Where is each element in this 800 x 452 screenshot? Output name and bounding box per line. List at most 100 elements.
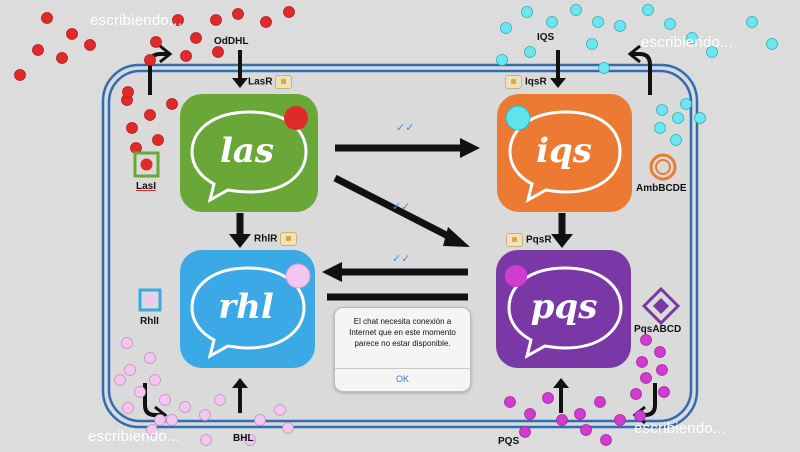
thumbs-up-icon (506, 233, 523, 247)
iqs-app-name: iqs (536, 131, 592, 171)
signal-molecule (150, 36, 162, 48)
signal-molecule (521, 6, 533, 18)
signal-molecule (614, 20, 626, 32)
signal-molecule (634, 410, 646, 422)
signal-molecule (199, 409, 211, 421)
signal-molecule (180, 50, 192, 62)
signal-molecule (670, 134, 682, 146)
signal-molecule (14, 69, 26, 81)
label-RhlI: RhlI (140, 316, 159, 327)
rhl-app-icon[interactable]: rhl (180, 250, 315, 368)
typing-indicator-bottom-left: escribiendo... (88, 428, 181, 445)
svg-text:✓✓: ✓✓ (392, 252, 410, 265)
ambBCDE-gene-symbol (649, 153, 677, 181)
alert-divider (335, 368, 470, 369)
signal-molecule (244, 434, 256, 446)
signal-molecule (144, 109, 156, 121)
label-PqsABCD: PqsABCD (634, 324, 682, 335)
signal-molecule (546, 16, 558, 28)
signal-molecule (274, 404, 286, 416)
label-AmbBCDE: AmbBCDE (636, 183, 687, 194)
signal-molecule (656, 364, 668, 376)
signal-molecule (640, 334, 652, 346)
signal-molecule (694, 112, 706, 124)
signal-molecule (500, 22, 512, 34)
signal-molecule (282, 422, 294, 434)
signal-molecule (654, 122, 666, 134)
signal-molecule (636, 356, 648, 368)
las-notification-dot (284, 106, 308, 130)
signal-molecule (496, 54, 508, 66)
signal-molecule (642, 4, 654, 16)
las-app-icon[interactable]: las (180, 94, 318, 212)
signal-molecule (122, 86, 134, 98)
signal-molecule (126, 122, 138, 134)
signal-molecule (254, 414, 266, 426)
signal-molecule (640, 372, 652, 384)
label-IqsR: IqsR (505, 75, 547, 89)
rhlI-gene-symbol (138, 288, 162, 312)
signal-molecule (656, 104, 668, 116)
signal-molecule (200, 434, 212, 446)
signal-molecule (614, 414, 626, 426)
signal-molecule (84, 39, 96, 51)
signal-molecule (179, 401, 191, 413)
signal-molecule (746, 16, 758, 28)
signal-molecules (14, 4, 778, 446)
pqs-app-name: pqs (531, 287, 598, 327)
typing-indicator-top-left: escribiendo... (90, 12, 183, 29)
signal-molecule (154, 414, 166, 426)
signal-molecule (134, 386, 146, 398)
label-PQS: PQS (498, 436, 520, 447)
connection-alert-dialog: El chat necesita conexión a Internet que… (334, 307, 471, 392)
iqs-app-icon[interactable]: iqs (497, 94, 632, 212)
label-LasI: LasI (136, 181, 157, 192)
typing-indicator-bottom-right: escribiendo... (634, 420, 727, 437)
svg-text:✓✓: ✓✓ (392, 200, 410, 213)
signal-molecule (260, 16, 272, 28)
signal-molecule (658, 386, 670, 398)
signal-molecule (166, 98, 178, 110)
thumbs-up-icon (280, 232, 298, 246)
signal-molecule (504, 396, 516, 408)
signal-molecule (570, 4, 582, 16)
signal-molecule (766, 38, 778, 50)
signal-molecule (574, 408, 586, 420)
alert-message: El chat necesita conexión a Internet que… (349, 317, 456, 348)
signal-molecule (212, 46, 224, 58)
signal-molecule (586, 38, 598, 50)
thumbs-up-icon (275, 75, 293, 89)
signal-molecule (706, 46, 718, 58)
label-LasR: LasR (248, 75, 293, 89)
signal-molecule (654, 346, 666, 358)
label-RhlR: RhlR (254, 232, 298, 246)
alert-ok-button[interactable]: OK (395, 374, 409, 384)
pqs-app-icon[interactable]: pqs (496, 250, 631, 368)
pqsABCD-gene-symbol (641, 286, 681, 326)
signal-molecule (122, 402, 134, 414)
signal-molecule (519, 426, 531, 438)
signal-molecule (672, 112, 684, 124)
signal-molecule (524, 408, 536, 420)
signal-molecule (232, 8, 244, 20)
rhl-app-name: rhl (218, 287, 274, 327)
label-OdDHL: OdDHL (214, 36, 249, 47)
signal-molecule (166, 414, 178, 426)
lasI-gene-symbol (133, 151, 160, 178)
svg-text:✓✓: ✓✓ (396, 121, 414, 134)
signal-molecule (214, 394, 226, 406)
signal-molecule (283, 6, 295, 18)
signal-molecule (190, 32, 202, 44)
signal-molecule (41, 12, 53, 24)
signal-molecule (524, 46, 536, 58)
signal-molecule (630, 388, 642, 400)
signal-molecule (580, 424, 592, 436)
signal-molecule (680, 98, 692, 110)
import-arrows (238, 50, 563, 413)
regulation-arrows (236, 144, 566, 301)
signal-molecule (66, 28, 78, 40)
signal-molecule (664, 18, 676, 30)
label-PqsR: PqsR (506, 233, 552, 247)
signal-molecule (542, 392, 554, 404)
